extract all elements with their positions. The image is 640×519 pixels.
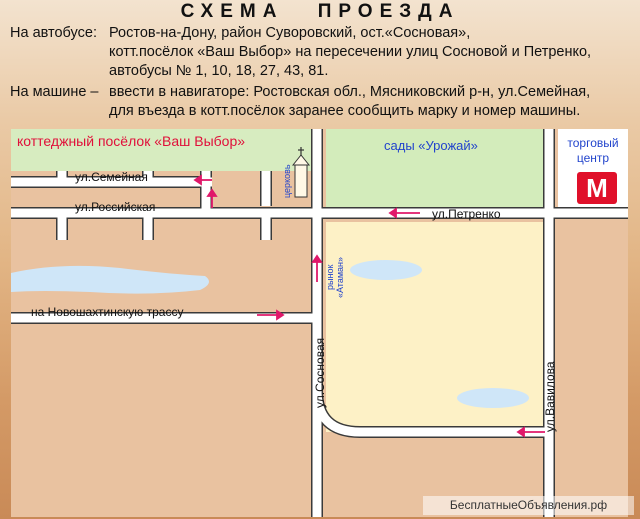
arrow-left-icon bbox=[388, 207, 420, 219]
church-label: церковь bbox=[282, 164, 292, 198]
church-icon bbox=[291, 147, 311, 198]
pond-south bbox=[457, 388, 529, 408]
mall-label-line-2: центр bbox=[577, 151, 610, 165]
pond-market bbox=[350, 260, 422, 280]
lake-west bbox=[11, 265, 209, 294]
gardens-label: сады «Урожай» bbox=[384, 138, 478, 153]
street-semeynaya: ул.Семейная bbox=[75, 170, 148, 184]
settlement-label: коттеджный посёлок «Ваш Выбор» bbox=[17, 133, 245, 149]
street-novoshakhtinskaya: на Новошахтинскую трассу bbox=[31, 305, 183, 319]
bus-line-2: котт.посёлок «Ваш Выбор» на пересечении … bbox=[109, 44, 592, 60]
mall-logo-icon: М bbox=[577, 172, 617, 204]
mall-label-line-1: торговый bbox=[567, 136, 618, 150]
street-vavilova: ул.Вавилова bbox=[543, 361, 557, 432]
page-title: СХЕМА ПРОЕЗДА bbox=[180, 1, 460, 22]
road-surfaces bbox=[11, 129, 628, 517]
car-line-1: ввести в навигаторе: Ростовская обл., Мя… bbox=[109, 84, 591, 100]
arrow-left-icon bbox=[516, 426, 545, 438]
watermark: БесплатныеОбъявления.рф bbox=[423, 496, 634, 515]
car-line-2: для въезда в котт.посёлок заранее сообщи… bbox=[109, 103, 581, 119]
bus-label: На автобусе: bbox=[10, 25, 97, 41]
gardens-area bbox=[326, 129, 549, 212]
market-label-line-1: рынок bbox=[325, 265, 335, 290]
bus-line-3: автобусы № 1, 10, 18, 27, 43, 81. bbox=[109, 63, 329, 79]
street-rossiyskaya: ул.Российская bbox=[75, 200, 155, 214]
car-label: На машине – bbox=[10, 84, 99, 100]
arrow-right-icon bbox=[257, 309, 285, 321]
arrow-left-icon bbox=[193, 174, 212, 186]
street-sosnovaya: ул.Сосновая bbox=[313, 338, 327, 408]
arrow-up-icon bbox=[206, 188, 218, 208]
settlement-area bbox=[11, 129, 311, 171]
arrow-up-icon bbox=[311, 254, 323, 282]
mall-logo-letter: М bbox=[586, 173, 608, 203]
street-petrenko: ул.Петренко bbox=[432, 207, 501, 221]
route-arrows bbox=[193, 174, 545, 438]
bus-line-1: Ростов-на-Дону, район Суворовский, ост.«… bbox=[109, 25, 471, 41]
market-label-line-2: «Атаман» bbox=[335, 257, 345, 298]
